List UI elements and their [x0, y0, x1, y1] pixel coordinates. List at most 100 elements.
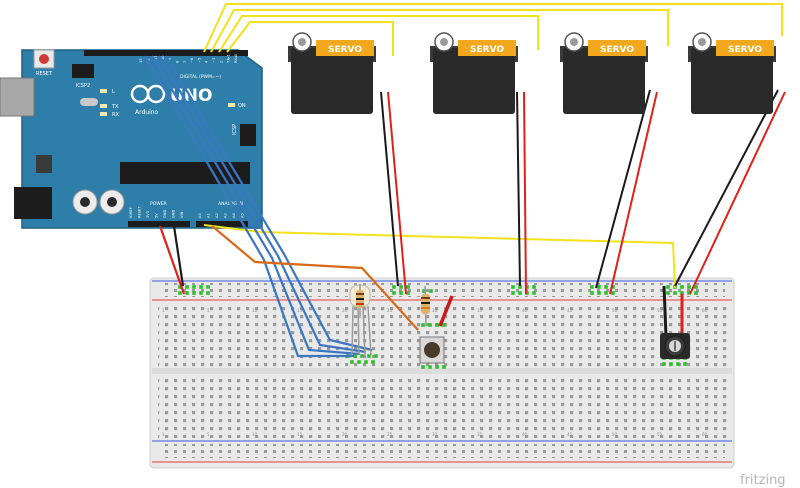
connected-hole [199, 285, 203, 289]
connected-hole [604, 291, 608, 295]
connected-hole [206, 285, 210, 289]
column-number-top: 40 [522, 308, 528, 313]
connected-hole [525, 285, 529, 289]
servo-body [691, 48, 773, 114]
connected-hole [590, 285, 594, 289]
servo-body [291, 48, 373, 114]
wire-black-servo-1 [380, 91, 399, 287]
connected-hole [406, 285, 410, 289]
column-number-bottom: 1 [162, 432, 165, 437]
wire-yellow-potentiometer [203, 224, 676, 289]
connected-hole [406, 291, 410, 295]
digital-pin-label: 2 [219, 61, 223, 63]
icsp-label: ICSP [232, 124, 238, 135]
potentiometer[interactable] [660, 333, 690, 359]
reset-button-cap [39, 54, 49, 64]
digital-pin-label: 8 [176, 60, 180, 63]
breadboard: 1155101015152020252530303535404045455050… [149, 277, 735, 469]
capacitor-1-top [80, 197, 90, 207]
power-jack [14, 187, 52, 219]
column-number-bottom: 35 [477, 432, 483, 437]
power-pin-label: RESET [138, 206, 142, 218]
digital-pin-label: ~6 [190, 57, 194, 63]
wire-yellow-servo-2 [218, 15, 539, 53]
connected-hole [511, 291, 515, 295]
connected-hole [511, 285, 515, 289]
digital-header [84, 50, 248, 56]
connected-hole [683, 362, 687, 366]
servo-shaft [440, 38, 448, 46]
connected-hole [206, 291, 210, 295]
column-number-top: 20 [342, 308, 348, 313]
connected-hole [687, 291, 691, 295]
push-button[interactable] [419, 336, 445, 364]
connected-hole [364, 360, 368, 364]
fritzing-watermark: fritzing [740, 473, 786, 488]
arduino-uno-board: RESET ICSP2 L TX RX UNO Arduino ON ICSP [0, 49, 263, 229]
connected-hole [518, 291, 522, 295]
servo-4: SERVO [688, 32, 776, 114]
reset-label: RESET [36, 71, 53, 77]
icsp-header [240, 124, 256, 146]
column-number-bottom: 15 [297, 432, 303, 437]
wire-red-servo-3 [609, 91, 658, 295]
connected-hole [185, 291, 189, 295]
servo-2: SERVO [430, 32, 518, 114]
connected-hole [429, 289, 433, 293]
servo-body [433, 48, 515, 114]
column-number-top: 25 [387, 308, 393, 313]
column-number-top: 60 [702, 308, 708, 313]
digital-pin-label: ~9 [168, 57, 172, 63]
column-number-top: 5 [207, 308, 210, 313]
digital-pin-label: RX◂0 [234, 53, 238, 63]
led-rx [100, 112, 107, 116]
power-label: POWER [150, 201, 167, 207]
capacitor-2-top [107, 197, 117, 207]
column-number-bottom: 40 [522, 432, 528, 437]
connected-hole [421, 365, 425, 369]
digital-pin-label: 13 [139, 58, 143, 63]
wire-red-servo-2 [523, 91, 527, 295]
power-pin-label: IOREF [129, 207, 133, 218]
servo-3: SERVO [560, 32, 648, 114]
connected-hole [694, 291, 698, 295]
connected-hole [525, 291, 529, 295]
icsp2-label: ICSP2 [76, 83, 90, 89]
center-channel [152, 368, 732, 374]
wire-red-servo-4 [689, 91, 786, 295]
column-number-bottom: 50 [612, 432, 618, 437]
wire-yellow-servo-4 [203, 3, 783, 53]
wire-red-5v [158, 225, 186, 295]
connected-hole [353, 354, 357, 358]
connected-hole [185, 285, 189, 289]
connected-hole [442, 365, 446, 369]
digital-pin-label: ~3 [212, 58, 216, 63]
servo-label: SERVO [470, 45, 504, 55]
column-number-top: 45 [567, 308, 573, 313]
connected-hole [518, 285, 522, 289]
column-number-bottom: 60 [702, 432, 708, 437]
column-number-top: 10 [252, 308, 258, 313]
connected-hole [666, 291, 670, 295]
digital-pin-label: TX▸1 [227, 54, 231, 64]
column-number-bottom: 20 [342, 432, 348, 437]
digital-pin-label: 7 [183, 61, 187, 63]
wire-orange-button [211, 225, 419, 331]
connected-hole [597, 291, 601, 295]
digital-pin-label: ~5 [197, 58, 201, 63]
led-tx [100, 104, 107, 108]
connected-hole [199, 291, 203, 295]
connected-hole [590, 291, 594, 295]
regulator [36, 155, 52, 173]
connected-hole [399, 291, 403, 295]
crystal [80, 98, 98, 106]
connected-hole [428, 323, 432, 327]
column-number-top: 50 [612, 308, 618, 313]
column-number-bottom: 30 [432, 432, 438, 437]
wire-black-servo-4 [674, 89, 779, 287]
wire-red-jumper-button [438, 295, 454, 327]
connected-hole [604, 285, 608, 289]
connected-hole [669, 362, 673, 366]
column-number-bottom: 10 [252, 432, 258, 437]
